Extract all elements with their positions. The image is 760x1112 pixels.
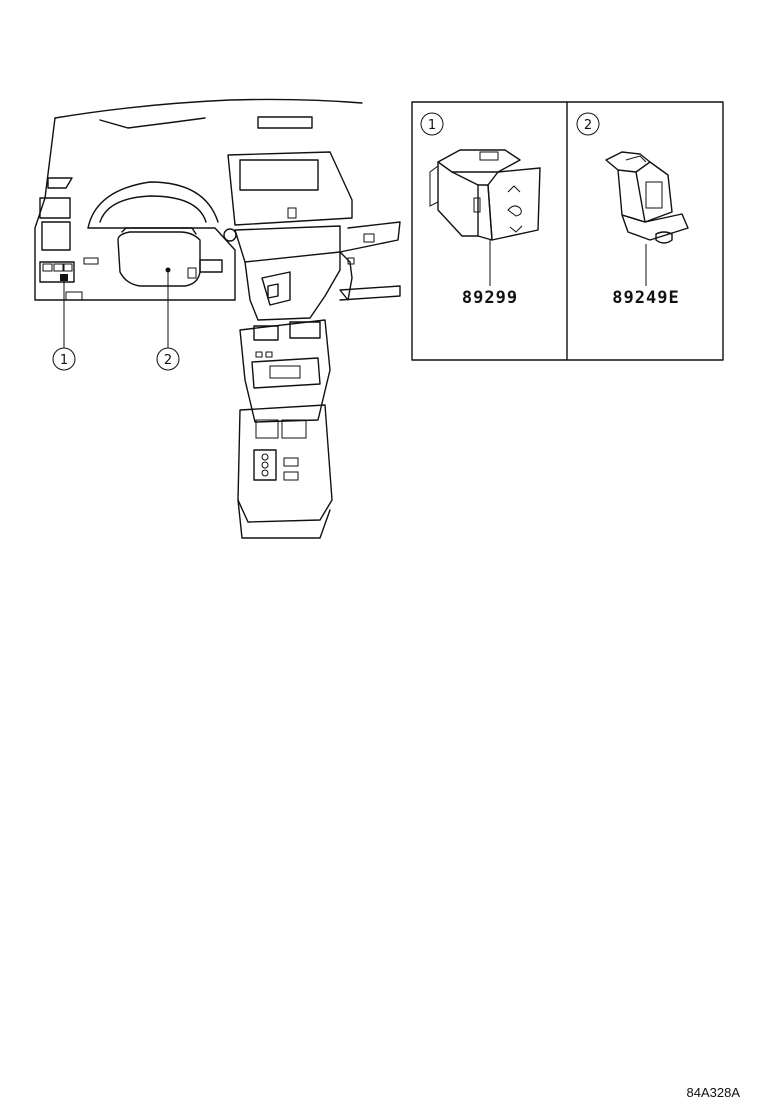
switch-89299-drawing xyxy=(429,149,541,241)
detail-callout-1-circle xyxy=(420,112,444,136)
detail-panel-2: 2 89249E xyxy=(576,112,689,308)
illustration-code: 84A328A xyxy=(686,1085,741,1100)
dashboard-overview-drawing xyxy=(34,98,401,539)
overview-callout-2-label: 2 xyxy=(164,353,172,368)
part-number-89299: 89299 xyxy=(462,288,518,308)
detail-panel-1: 1 89299 xyxy=(420,112,541,308)
detail-callout-2-label: 2 xyxy=(584,118,592,133)
part-number-89249E: 89249E xyxy=(612,288,679,308)
detail-callout-1-label: 1 xyxy=(428,118,436,133)
overview-callout-1-label: 1 xyxy=(60,353,68,368)
switch-89249E-drawing xyxy=(605,151,689,244)
detail-callout-2-circle xyxy=(576,112,600,136)
overview-callout-1: 1 xyxy=(52,347,76,371)
detail-box xyxy=(411,101,724,361)
overview-callout-2: 2 xyxy=(156,347,180,371)
